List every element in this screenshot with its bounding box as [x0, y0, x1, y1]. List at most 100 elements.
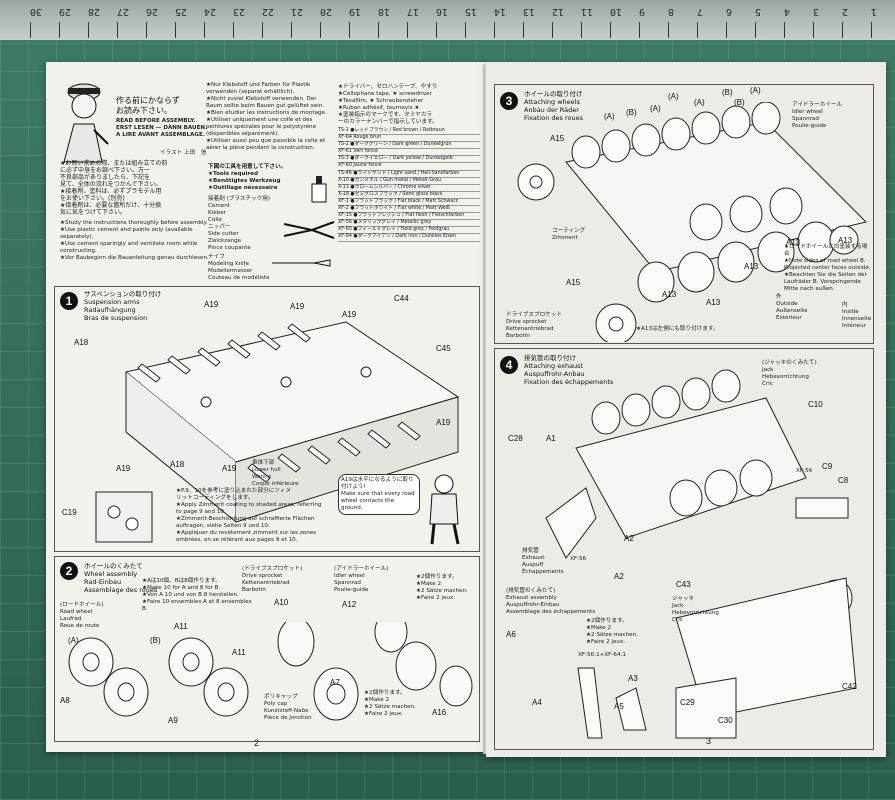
ruler-tick — [494, 22, 495, 38]
part-label: A7 — [330, 678, 340, 687]
paint-table-row: XF-64 Rouge brun — [338, 135, 480, 143]
part-label: (A) — [750, 86, 761, 95]
ruler-tick — [59, 22, 60, 38]
ruler-tick — [842, 22, 843, 38]
right-page: 3 ホイールの取り付け Attaching wheels Anbau der R… — [486, 62, 886, 757]
step2-frame — [54, 556, 480, 742]
intro-title-jp: 作る前にかならず お読み下さい。 — [116, 96, 180, 115]
ruler-number: 10 — [610, 6, 623, 17]
part-label: A10 — [274, 598, 289, 607]
exhaust-assembly-title: (排気管のくみたて) Exhaust assembly Auspuffrohr-… — [506, 588, 596, 615]
part-label: A2 — [614, 572, 624, 581]
ruler-number: 6 — [726, 6, 733, 17]
make-two-note-2: ★2個作ります。 ★Make 2 ★2 Sätze machen. ★Faire… — [364, 690, 416, 717]
make-two-note: ★2個作ります。 ★Make 2 ★2 Sätze machen. ★Faire… — [416, 574, 468, 601]
step4-number: 4 — [500, 356, 518, 374]
part-label: A3 — [628, 674, 638, 683]
ruler-number: 26 — [146, 6, 159, 17]
soldier-illustration — [63, 83, 109, 163]
part-label: C19 — [62, 508, 77, 517]
paint-table-row: TS-46 ●ライトサンド / Light sand / Hell-Sandfa… — [338, 171, 480, 178]
ruler-tick — [175, 22, 176, 38]
ruler-number: 9 — [639, 6, 646, 17]
ruler-number: 4 — [784, 6, 791, 17]
part-label: (A) — [604, 112, 615, 121]
page-number: 2 — [254, 738, 260, 748]
part-label: A16 — [432, 708, 447, 717]
ruler-tick — [436, 22, 437, 38]
paint-table-row: TS-3 ●ダークイエロー / Dark yellow / Dunkelgelb — [338, 156, 480, 164]
part-label: C45 — [436, 344, 451, 353]
part-label: A11 — [232, 648, 246, 657]
soldier-figure-illustration — [429, 474, 460, 545]
ruler-tick — [204, 22, 205, 38]
paint-table-row: XF-84 ●ダークアイアン / Dark iron / Dunkles Eis… — [338, 234, 480, 242]
paint-table-row: X-18 ●セミグロスブラック / Semi gloss black — [338, 192, 480, 199]
ruler-tick — [552, 22, 553, 38]
ruler-number: 19 — [349, 6, 362, 17]
page-number: 3 — [706, 736, 712, 746]
paint-table-row: XF-2 ●フラットホワイト / Flat white / Matt Weiß — [338, 206, 480, 214]
paint-table-row: XF-1 ●フラットブラック / Flat black / Matt Schwa… — [338, 199, 480, 207]
left-page: 作る前にかならず お読み下さい。 READ BEFORE ASSEMBLY. E… — [46, 62, 486, 752]
step4-exhaust-drawing — [545, 369, 857, 739]
ruler-tick — [871, 22, 872, 38]
ruler-number: 18 — [378, 6, 391, 17]
part-label: A4 — [532, 698, 542, 707]
tool-cement-label: 接着剤 (プラスチック用) Cement Kleber Colle — [208, 196, 270, 223]
part-label: A13 — [744, 262, 759, 271]
ruler-number: 11 — [581, 6, 594, 17]
intro-text-jp: ★お買い求めの際、または組み立ての前 に必ず中身をお調べ下さい。万一 不良部品が… — [60, 160, 168, 216]
part-label: (A) — [694, 98, 705, 107]
part-label: (B) — [722, 88, 733, 97]
part-label: A13 — [838, 236, 853, 245]
xf56-label-jack: XF-56 — [796, 468, 813, 474]
ruler-tick — [465, 22, 466, 38]
part-label: A19 — [342, 310, 357, 319]
outside-label: 外 Outside Außenseite Extérieur — [776, 294, 808, 321]
part-label: A19 — [436, 418, 451, 427]
idler-wheel-label: (アイドラーホイール) Idler wheel Spannrad Poulie-… — [334, 566, 389, 593]
speech-bubble: A19は水平になるように取り付けよう! Make sure that every… — [338, 474, 420, 515]
poly-cap-label: ポリキャップ Poly cap Kunststoff-Nabe Pièce de… — [264, 694, 312, 721]
step3-number: 3 — [500, 92, 518, 110]
part-label: C30 — [718, 716, 733, 725]
ruler-tick — [581, 22, 582, 38]
ruler-tick — [146, 22, 147, 38]
tool-nipper-label: ニッパー Side cutter Zwickzange Pince coupan… — [208, 224, 251, 251]
part-label: C29 — [680, 698, 695, 707]
part-label: A2 — [624, 534, 634, 543]
part-label: A19 — [204, 300, 219, 309]
ruler-number: 23 — [233, 6, 246, 17]
ruler-number: 24 — [204, 6, 217, 17]
drive-sprocket-label: (ドライブスプロケット) Drive sprocket Kettenantrie… — [242, 566, 303, 593]
paint-table-row: X-10 ●ガンメタル / Gun metal / Metall-Grau — [338, 178, 480, 185]
part-label: A1 — [546, 434, 556, 443]
ruler-number: 7 — [697, 6, 704, 17]
part-label: A11 — [174, 622, 188, 631]
part-label: C8 — [838, 476, 849, 485]
step1-number: 1 — [60, 292, 78, 310]
road-wheel-label: (ロードホイール) Road wheel Laufrad Roue de rou… — [60, 602, 104, 629]
part-label: C10 — [808, 400, 823, 409]
ruler-number: 30 — [30, 6, 43, 17]
part-label: A9 — [168, 716, 178, 725]
part-label: C44 — [394, 294, 409, 303]
wheel-side-note: ★ロードホイールに白塗装する場合 ★Note sides of road whe… — [784, 244, 871, 292]
part-label: A12 — [342, 600, 357, 609]
ruler-number: 14 — [494, 6, 507, 17]
part-label: A8 — [60, 696, 70, 705]
ruler-number: 28 — [88, 6, 101, 17]
part-label: A6 — [506, 630, 516, 639]
a13-note: ★A13は左側にも取り付けます。 — [636, 326, 719, 332]
ruler-number: 17 — [407, 6, 420, 17]
part-label: A15 — [550, 134, 565, 143]
xf56-label: XF-56 — [570, 556, 587, 562]
ruler-number: 27 — [117, 6, 130, 17]
inside-label: 内 Inside Innenseite Intérieur — [842, 302, 872, 329]
part-label: A19 — [222, 464, 237, 473]
part-label: C9 — [822, 462, 833, 471]
lower-hull-label: 車体下部 Lower hull Wanne Coque inférieure — [252, 460, 299, 487]
